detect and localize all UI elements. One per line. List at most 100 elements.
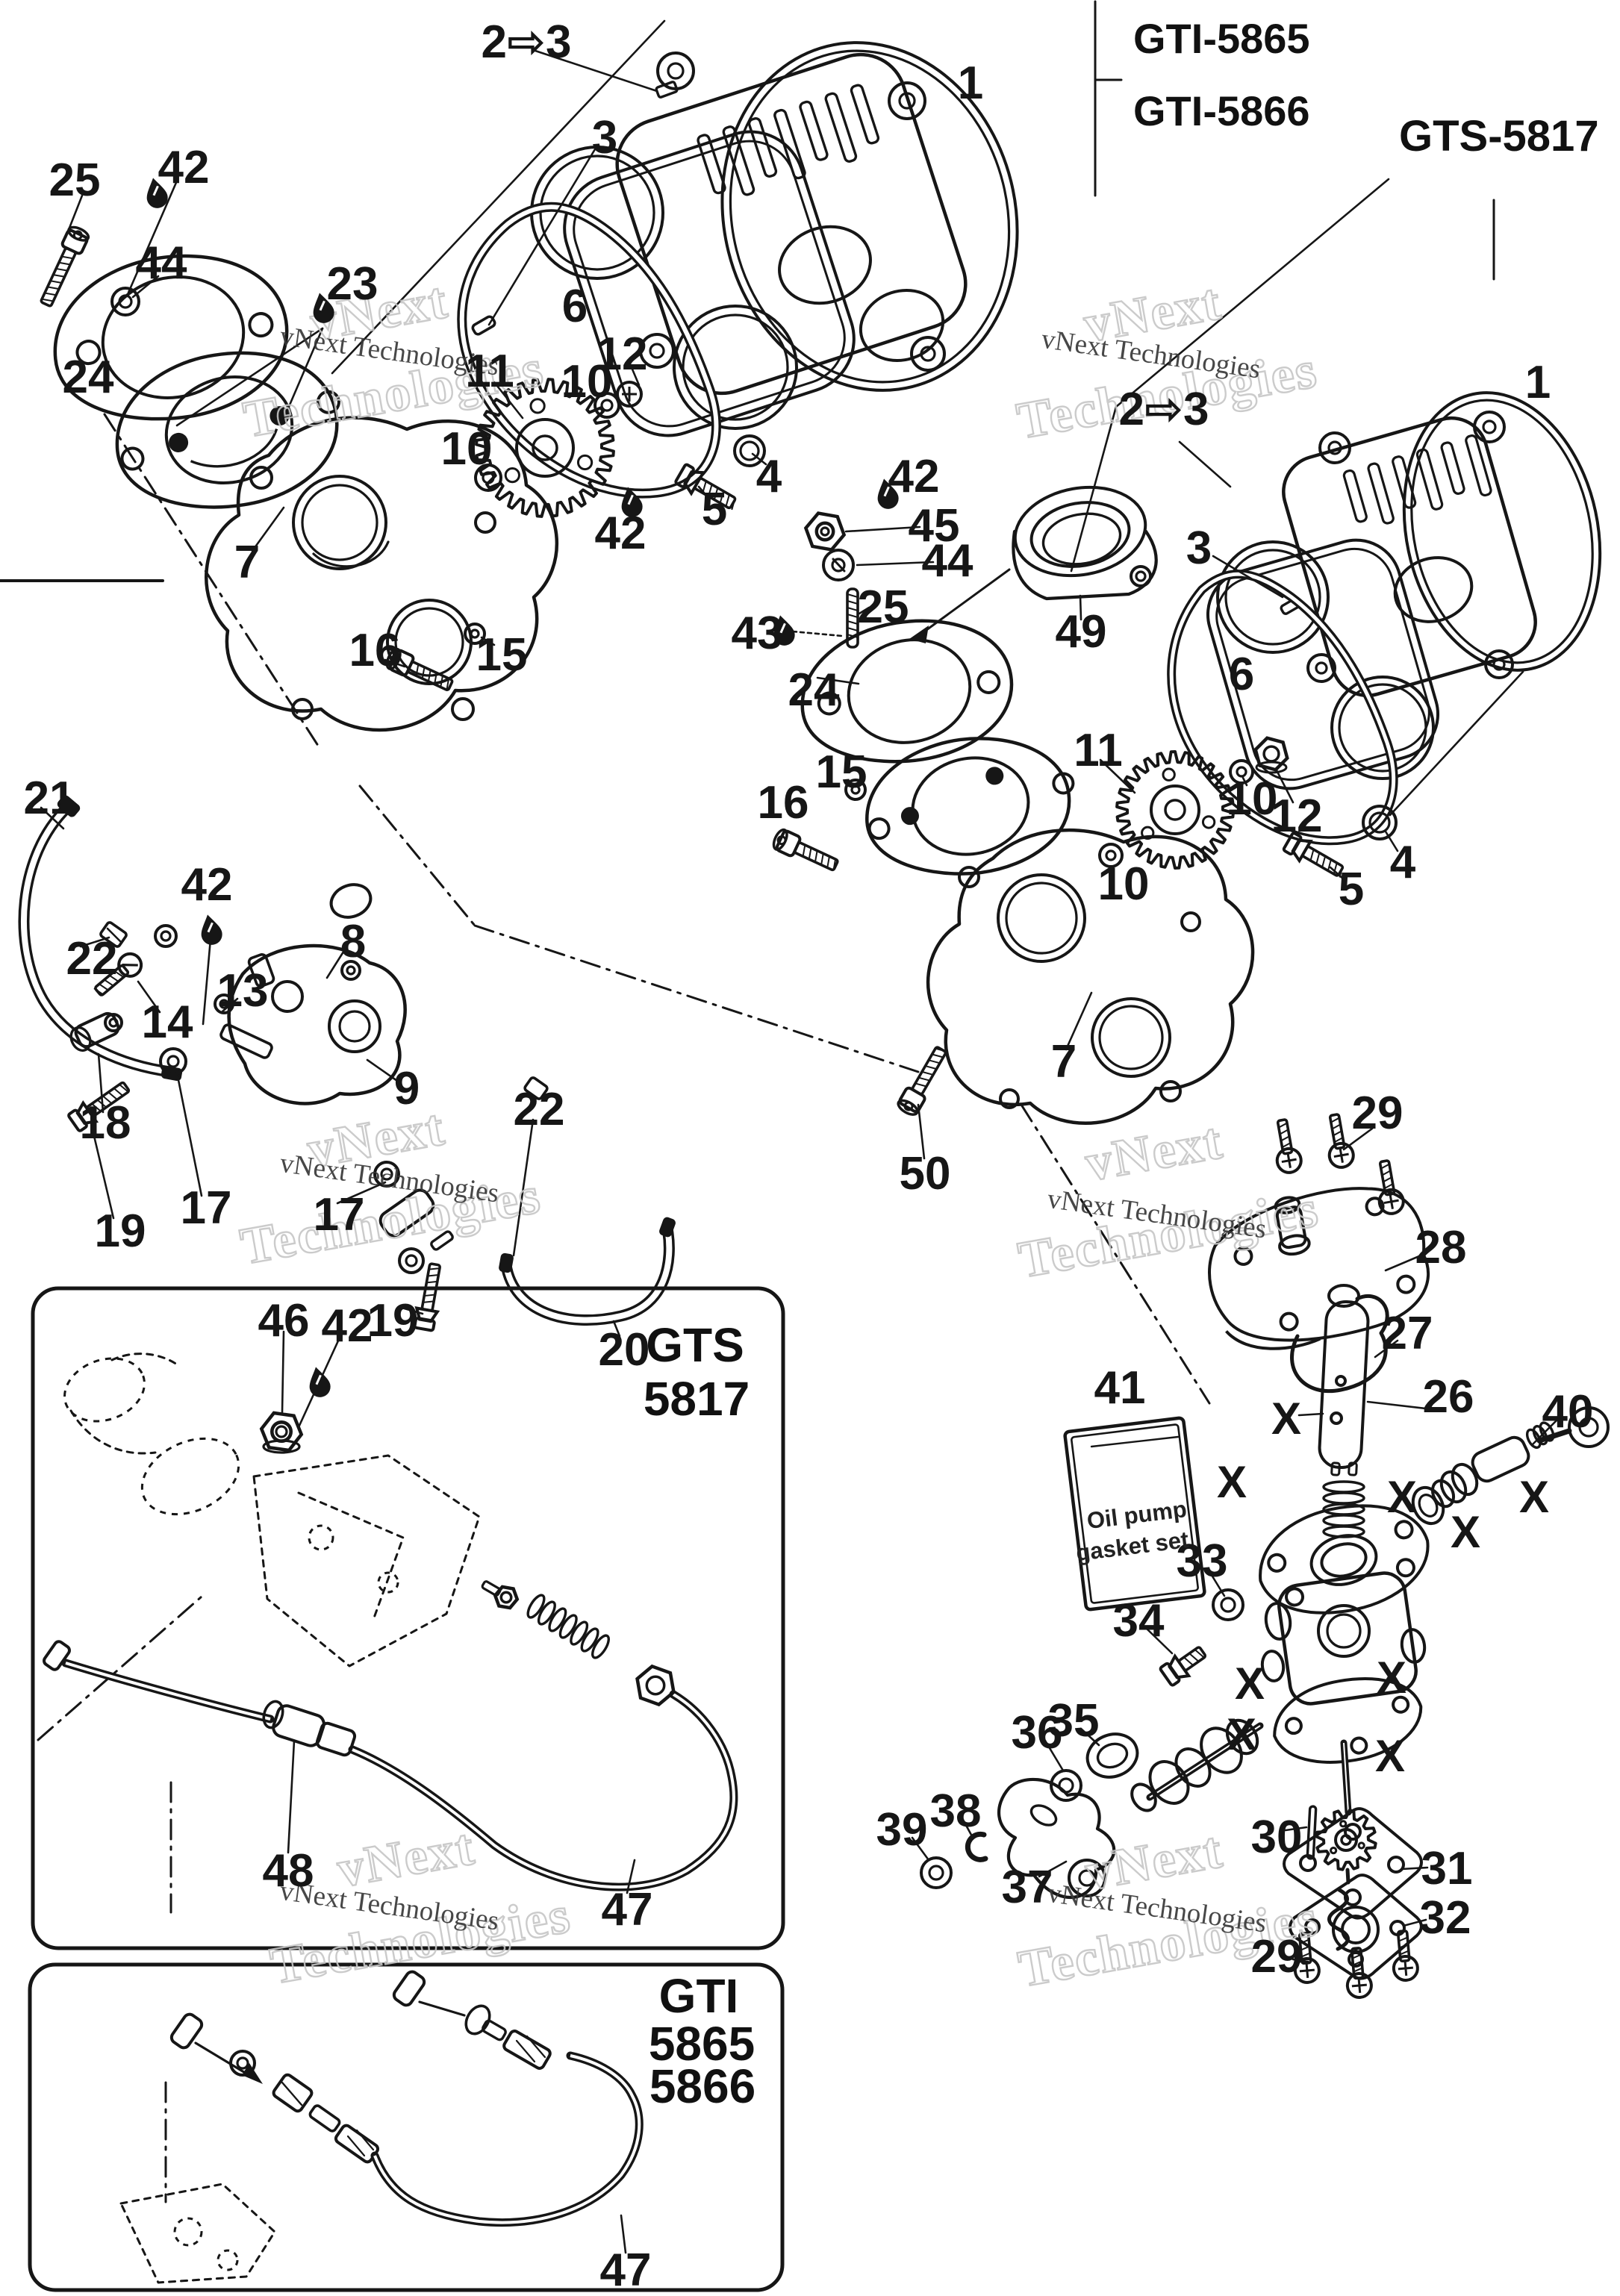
part-rect (1330, 1461, 1341, 1476)
washer (464, 623, 486, 645)
part-line (475, 378, 615, 518)
part-ellipse (1029, 501, 1131, 568)
bracket-28 (1208, 1187, 1430, 1350)
washer (292, 475, 387, 570)
callout-28: 28 (1415, 1222, 1467, 1273)
part-rect (1206, 538, 1440, 790)
washer (340, 960, 361, 981)
ghost-line (252, 1454, 481, 1668)
part-ellipse (1418, 1494, 1439, 1517)
callout-7: 7 (234, 537, 260, 588)
callout-6: 6 (562, 281, 588, 332)
part-line (626, 1859, 636, 1894)
construction-line (103, 413, 323, 752)
washer (997, 873, 1086, 963)
part-line (515, 2039, 536, 2063)
callout-48: 48 (263, 1845, 314, 1897)
callout-16: 16 (349, 625, 401, 676)
part-line (1099, 758, 1136, 794)
arrow-head (909, 626, 929, 643)
washer (474, 511, 496, 534)
oil-droplet-icon (309, 1367, 331, 1397)
callout-22: 22 (66, 933, 118, 985)
part-ellipse (329, 883, 373, 919)
part-line (791, 630, 844, 637)
callout-10: 10 (1098, 858, 1150, 910)
part-line (1242, 776, 1248, 787)
part-line (697, 485, 709, 499)
case-slots (697, 84, 880, 196)
part-rect (430, 1230, 454, 1251)
part-line (325, 948, 346, 979)
washer (844, 779, 867, 801)
part-rect (481, 1580, 502, 1597)
part-rect (392, 1970, 426, 2007)
part-line (1284, 1826, 1308, 1832)
part-rect (169, 2012, 204, 2050)
callout-47: 47 (600, 2244, 652, 2296)
washer (398, 1247, 425, 1274)
part-rect (523, 1076, 549, 1100)
part-ellipse (262, 1700, 284, 1729)
part-line (844, 525, 921, 533)
callout-12: 12 (596, 328, 648, 380)
part-line (1402, 1918, 1427, 1927)
part-line (847, 607, 859, 611)
part-line (832, 558, 846, 573)
washer (249, 466, 273, 490)
part-line (816, 676, 860, 685)
part-line (1374, 1339, 1399, 1358)
hex-nut (1253, 736, 1289, 772)
bolt (674, 463, 737, 511)
washer (999, 1088, 1020, 1109)
washer (229, 2050, 256, 2077)
callout-40: 40 (1542, 1386, 1594, 1438)
callout-1: 1 (1525, 357, 1551, 408)
hex-nut (493, 1585, 520, 1610)
callout-19: 19 (367, 1295, 419, 1347)
part-rect (846, 587, 859, 649)
callout-5: 5 (1339, 864, 1364, 915)
part-line (1401, 1866, 1429, 1871)
part-rect (499, 1252, 514, 1273)
oil-droplet-icon (201, 914, 222, 945)
bolt (616, 381, 643, 408)
part-line (917, 568, 1011, 637)
callout-4: 4 (756, 451, 782, 502)
callout-21: 21 (24, 773, 75, 824)
callout-5: 5 (702, 484, 727, 535)
flange-r (865, 737, 1075, 876)
part-line (847, 614, 859, 618)
washer (1159, 1080, 1182, 1102)
washer (815, 522, 835, 541)
part-line (127, 178, 179, 294)
part-ellipse (1130, 1782, 1157, 1812)
callout-29: 29 (1251, 1931, 1303, 1983)
callout-11: 11 (465, 346, 514, 397)
construction-line (473, 924, 920, 1073)
part-line (1080, 1727, 1100, 1747)
part-ellipse (1085, 1732, 1139, 1779)
gti-box-label: 5866 (649, 2059, 756, 2113)
part-line (487, 144, 599, 326)
part-line (40, 806, 65, 830)
model-label: GTS-5817 (1399, 112, 1599, 160)
callout-19: 19 (95, 1205, 146, 1257)
part-line (1169, 572, 1396, 843)
bolt (67, 1081, 131, 1132)
gti-box-border (28, 1962, 785, 2292)
part-line (366, 1058, 399, 1082)
part-ellipse (1148, 1760, 1190, 1805)
ghost-line (297, 1491, 405, 1621)
part-line (459, 205, 719, 496)
part-rect (563, 130, 856, 437)
part-ellipse (1264, 1602, 1292, 1641)
bolt (93, 952, 143, 996)
part-line (1065, 991, 1093, 1051)
washer (1473, 411, 1506, 443)
oil-droplet-icon (313, 293, 334, 323)
watermark-outline-line: vNext (1081, 1112, 1227, 1193)
part-line (847, 600, 859, 605)
callout-42: 42 (322, 1300, 373, 1352)
